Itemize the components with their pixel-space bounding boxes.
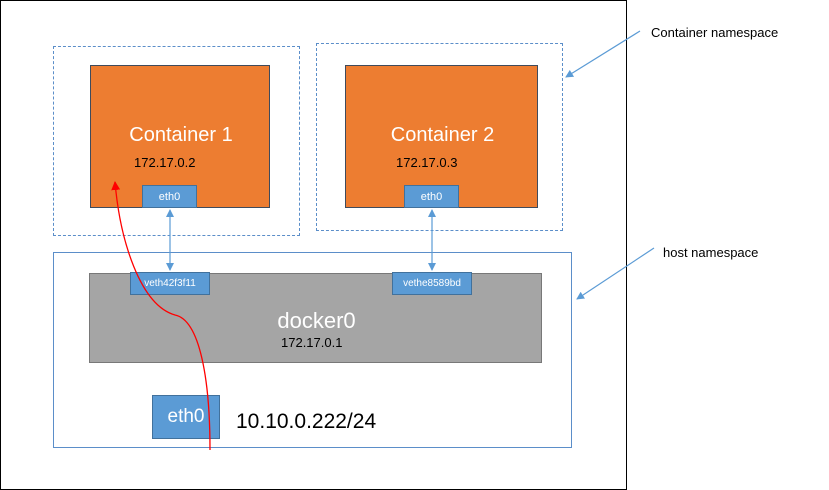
- container1-eth0: eth0: [142, 185, 197, 208]
- container2-box: Container 2 172.17.0.3: [345, 65, 538, 208]
- container-namespace-label: Container namespace: [651, 25, 779, 40]
- container2-ip: 172.17.0.3: [396, 155, 458, 170]
- veth-container1: veth42f3f11: [130, 272, 210, 295]
- container2-title: Container 2: [390, 124, 495, 146]
- docker0-ip: 172.17.0.1: [281, 335, 343, 350]
- container1-title: Container 1: [129, 124, 233, 146]
- container1-ip: 172.17.0.2: [134, 155, 196, 170]
- host-ip: 10.10.0.222/24: [236, 410, 377, 433]
- container2-eth0: eth0: [404, 185, 459, 208]
- veth-container2: vethe8589bd: [392, 272, 472, 295]
- host-namespace: [53, 252, 572, 448]
- host-namespace-label: host namespace: [663, 245, 759, 260]
- container2-namespace: [316, 43, 563, 231]
- docker0-title: docker0: [277, 308, 356, 333]
- host-eth0: eth0: [152, 395, 220, 439]
